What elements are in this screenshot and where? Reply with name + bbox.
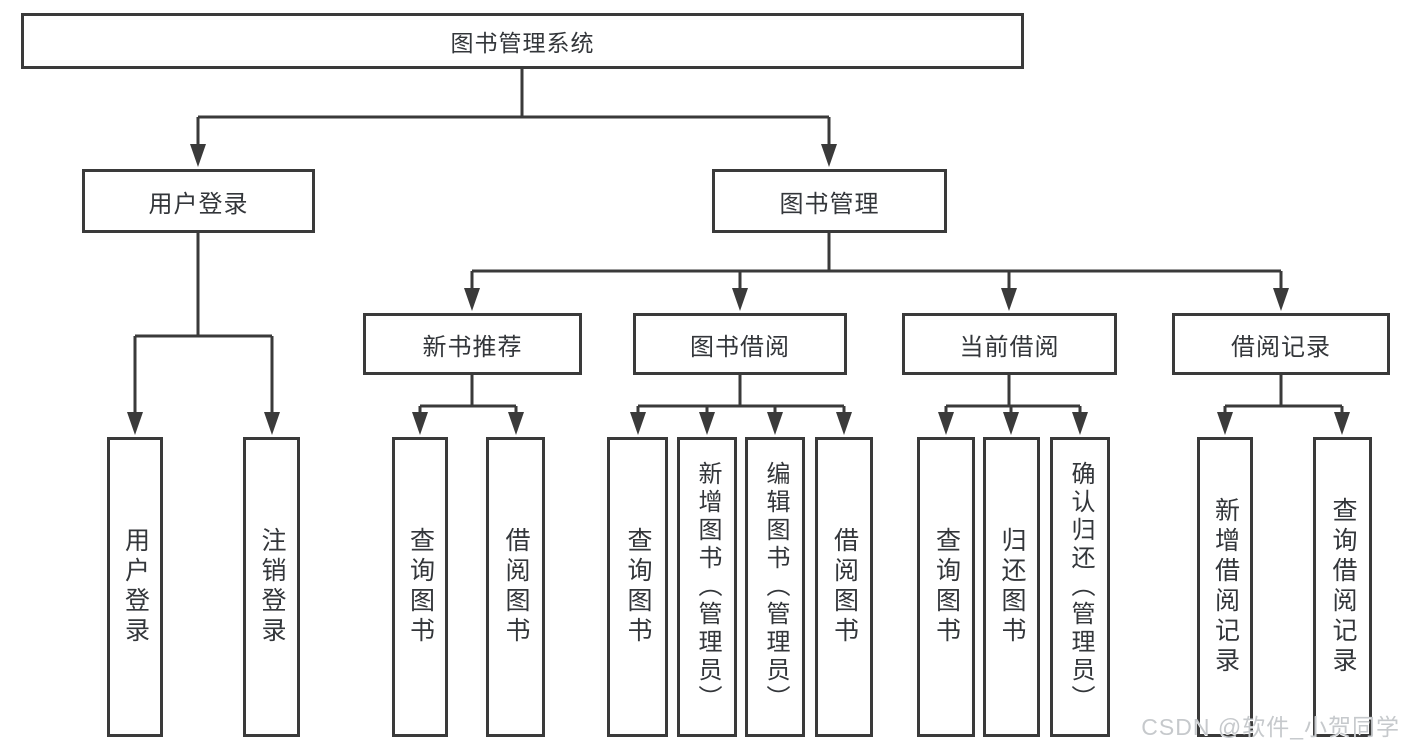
csdn-watermark: CSDN @软件_小贺同学 [1141, 714, 1400, 740]
leaf-label: 注销登录 [258, 527, 286, 647]
node-label: 图书管理系统 [450, 30, 595, 56]
node-current-borrowing: 当前借阅 [902, 313, 1117, 375]
leaf-label: 确认归还（管理员） [1067, 461, 1094, 713]
node-label: 新书推荐 [422, 333, 523, 361]
leaf-label: 归还图书 [998, 527, 1026, 647]
leaf-label: 查询图书 [406, 527, 435, 647]
node-label: 图书管理 [779, 190, 880, 218]
node-label: 当前借阅 [959, 333, 1060, 361]
leaf-label: 新增图书（管理员） [694, 461, 721, 713]
leaf-logout: 注销登录 [243, 437, 300, 737]
leaf-query-books-current: 查询图书 [917, 437, 975, 737]
leaf-label: 用户登录 [121, 527, 150, 647]
leaf-label: 查询借阅记录 [1329, 497, 1357, 677]
leaf-query-borrow-record: 查询借阅记录 [1313, 437, 1372, 737]
leaf-query-books-recommend: 查询图书 [392, 437, 448, 737]
leaf-label: 查询图书 [624, 527, 652, 647]
node-label: 借阅记录 [1231, 333, 1331, 361]
leaf-label: 新增借阅记录 [1211, 497, 1240, 677]
leaf-borrow-books-recommend: 借阅图书 [486, 437, 545, 737]
node-book-borrowing: 图书借阅 [633, 313, 847, 375]
node-new-book-recommendation: 新书推荐 [363, 313, 582, 375]
leaf-confirm-return-admin: 确认归还（管理员） [1050, 437, 1110, 737]
leaf-borrow-books: 借阅图书 [815, 437, 873, 737]
leaf-return-books: 归还图书 [983, 437, 1040, 737]
leaf-label: 编辑图书（管理员） [762, 461, 789, 713]
leaf-add-borrow-record: 新增借阅记录 [1197, 437, 1253, 737]
leaf-label: 借阅图书 [502, 527, 530, 647]
leaf-query-books-borrow: 查询图书 [607, 437, 668, 737]
node-label: 用户登录 [148, 190, 249, 218]
leaf-label: 查询图书 [932, 527, 961, 647]
node-library-management-system: 图书管理系统 [21, 13, 1024, 69]
leaf-add-books-admin: 新增图书（管理员） [677, 437, 737, 737]
node-borrowing-records: 借阅记录 [1172, 313, 1390, 375]
leaf-label: 借阅图书 [830, 527, 859, 647]
node-label: 图书借阅 [690, 333, 790, 361]
leaf-edit-books-admin: 编辑图书（管理员） [745, 437, 805, 737]
node-user-login: 用户登录 [82, 169, 315, 233]
leaf-user-login: 用户登录 [107, 437, 163, 737]
node-book-management: 图书管理 [712, 169, 947, 233]
